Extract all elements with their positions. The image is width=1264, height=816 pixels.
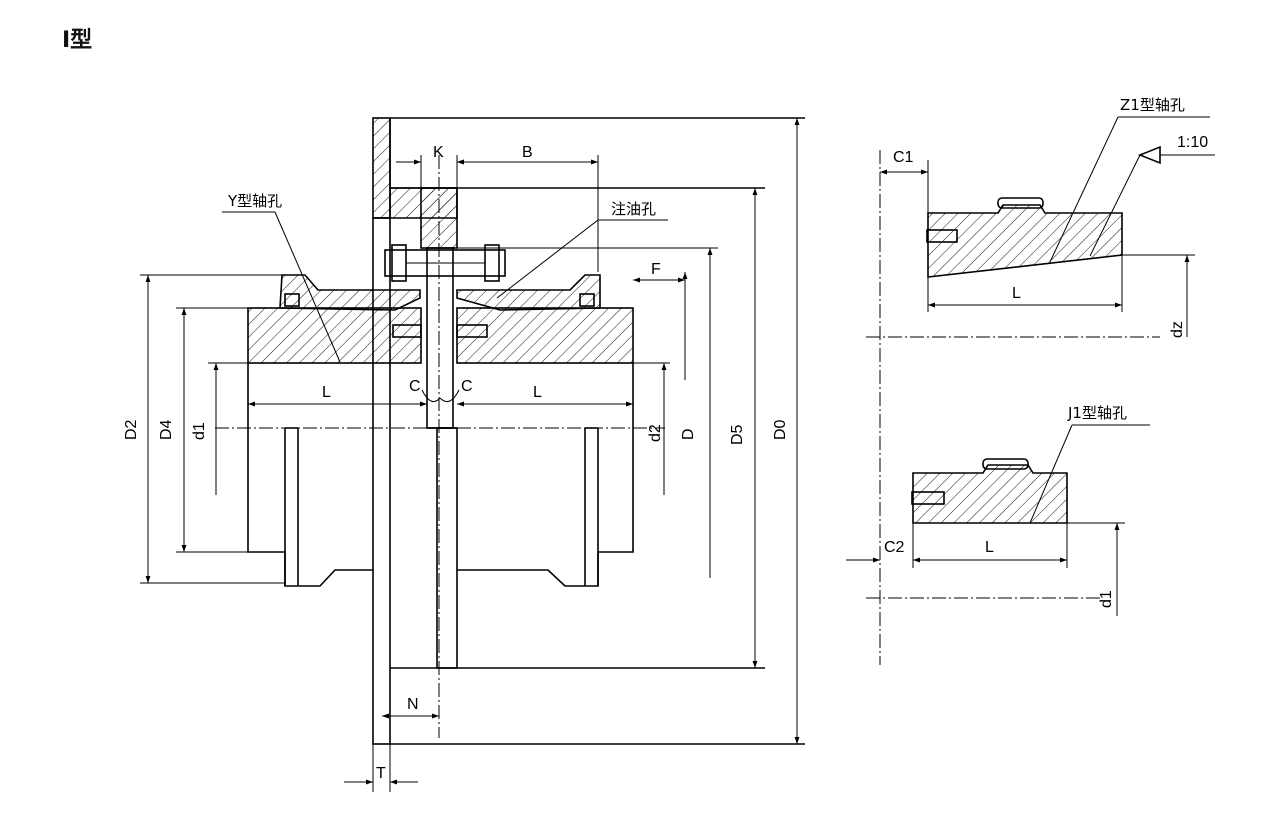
label-N: N (407, 696, 419, 713)
label-D4: D4 (158, 419, 175, 440)
label-D0: D0 (772, 419, 789, 440)
z1-taper: 1:10 (1177, 134, 1208, 151)
label-C-left: C (409, 378, 421, 395)
label-C-right: C (461, 378, 473, 395)
j1-label-L: L (985, 539, 994, 556)
hub-left (247, 307, 422, 587)
callout-y-bore: Y型轴孔 (227, 192, 282, 210)
z1-title: Z1型轴孔 (1120, 96, 1185, 114)
sleeve-covers (279, 274, 601, 311)
y-bore-leader (274, 211, 341, 363)
label-L-left: L (322, 384, 331, 401)
oil-hole-leader (496, 219, 599, 299)
callout-oil-hole: 注油孔 (611, 200, 656, 218)
main-view: K B F L L C C D2 D4 d1 d2 D D5 D0 N T Y型… (123, 117, 805, 792)
label-F: F (651, 261, 661, 278)
z1-label-C1: C1 (893, 149, 914, 166)
heading-text: Ⅰ型 (62, 28, 93, 53)
z1-label-L: L (1012, 285, 1021, 302)
label-T: T (376, 765, 386, 782)
label-D: D (680, 428, 697, 440)
label-B: B (522, 144, 533, 161)
label-K: K (433, 144, 444, 161)
j1-label-C2: C2 (884, 539, 905, 556)
dimensions (140, 118, 800, 792)
j1-label-d1: d1 (1098, 590, 1115, 608)
hub-right (456, 307, 634, 587)
z1-label-dz: dz (1169, 321, 1186, 338)
label-d1: d1 (191, 422, 208, 440)
j1-title: J1型轴孔 (1067, 404, 1127, 422)
label-L-right: L (533, 384, 542, 401)
bolt-assembly (384, 244, 506, 282)
label-d2: d2 (647, 424, 664, 442)
z1-bore-view: Z1型轴孔 1:10 C1 L dz (866, 96, 1215, 665)
label-D2: D2 (123, 419, 140, 440)
j1-bore-view: J1型轴孔 C2 L d1 (846, 404, 1150, 616)
page-title: Ⅰ型 (62, 22, 92, 54)
label-D5: D5 (729, 424, 746, 445)
